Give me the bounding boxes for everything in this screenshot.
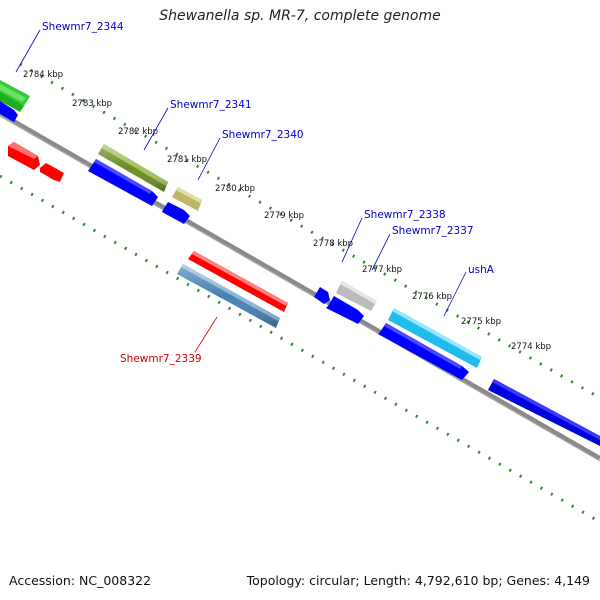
feature-blue-2341-strand[interactable] (88, 159, 158, 206)
tick-label-2784: 2784 kbp (23, 70, 63, 80)
leader-shewmr7-2340 (197, 137, 221, 181)
feature-blue-topleft[interactable] (0, 101, 18, 122)
genome-backbone-shadow (0, 115, 600, 462)
tick-track-inner (0, 174, 600, 524)
gene-label-shewmr7-2337[interactable]: Shewmr7_2337 (392, 225, 474, 237)
feature-shewmr7-2341[interactable] (98, 144, 168, 192)
accession-label: Accession: NC_008322 (9, 573, 152, 588)
tick-label-2775: 2775 kbp (461, 317, 501, 327)
feature-red-left-1[interactable] (8, 142, 40, 170)
feature-blue-2340-strand[interactable] (162, 202, 190, 224)
feature-shewmr7-2339[interactable] (177, 264, 280, 328)
genome-backbone (0, 111, 600, 460)
feature-red-long[interactable] (188, 251, 288, 312)
feature-shewmr7-2340[interactable] (172, 187, 202, 211)
feature-shewmr7-2344[interactable] (0, 80, 30, 106)
gene-label-shewmr7-2338[interactable]: Shewmr7_2338 (364, 209, 446, 221)
leader-shewmr7-2341 (143, 107, 169, 151)
feature-red-left-2[interactable] (40, 163, 64, 182)
tick-label-2779: 2779 kbp (264, 211, 304, 221)
leader-shewmr7-2339 (194, 316, 218, 353)
summary-label: Topology: circular; Length: 4,792,610 bp… (246, 573, 590, 588)
tick-label-2776: 2776 kbp (412, 292, 452, 302)
tick-label-2782: 2782 kbp (118, 127, 158, 137)
leader-shewmr7-2344 (15, 29, 41, 73)
feature-blue-2337-strand[interactable] (326, 296, 364, 324)
feature-blue-small-2778[interactable] (314, 287, 330, 304)
leader-shewmr7-2337 (371, 233, 391, 271)
tick-label-2783: 2783 kbp (72, 99, 112, 109)
feature-usha[interactable] (388, 308, 482, 368)
tick-label-2780: 2780 kbp (215, 184, 255, 194)
feature-blue-usha-strand[interactable] (378, 323, 469, 380)
gene-label-usha[interactable]: ushA (468, 264, 495, 276)
feature-green-2[interactable] (0, 92, 24, 112)
feature-blue-right-long[interactable] (488, 379, 600, 446)
tick-label-2777: 2777 kbp (362, 265, 402, 275)
tick-label-2778: 2778 kbp (313, 239, 353, 249)
gene-label-shewmr7-2341[interactable]: Shewmr7_2341 (170, 99, 252, 111)
tick-label-2781: 2781 kbp (167, 155, 207, 165)
tick-label-2774: 2774 kbp (511, 342, 551, 352)
feature-shewmr7-2338[interactable] (336, 281, 377, 311)
leader-usha (443, 271, 467, 317)
gene-label-shewmr7-2344[interactable]: Shewmr7_2344 (42, 21, 124, 33)
gene-label-shewmr7-2339[interactable]: Shewmr7_2339 (120, 353, 202, 365)
map-title: Shewanella sp. MR-7, complete genome (159, 8, 441, 24)
leader-shewmr7-2338 (341, 217, 363, 263)
gene-label-shewmr7-2340[interactable]: Shewmr7_2340 (222, 129, 304, 141)
